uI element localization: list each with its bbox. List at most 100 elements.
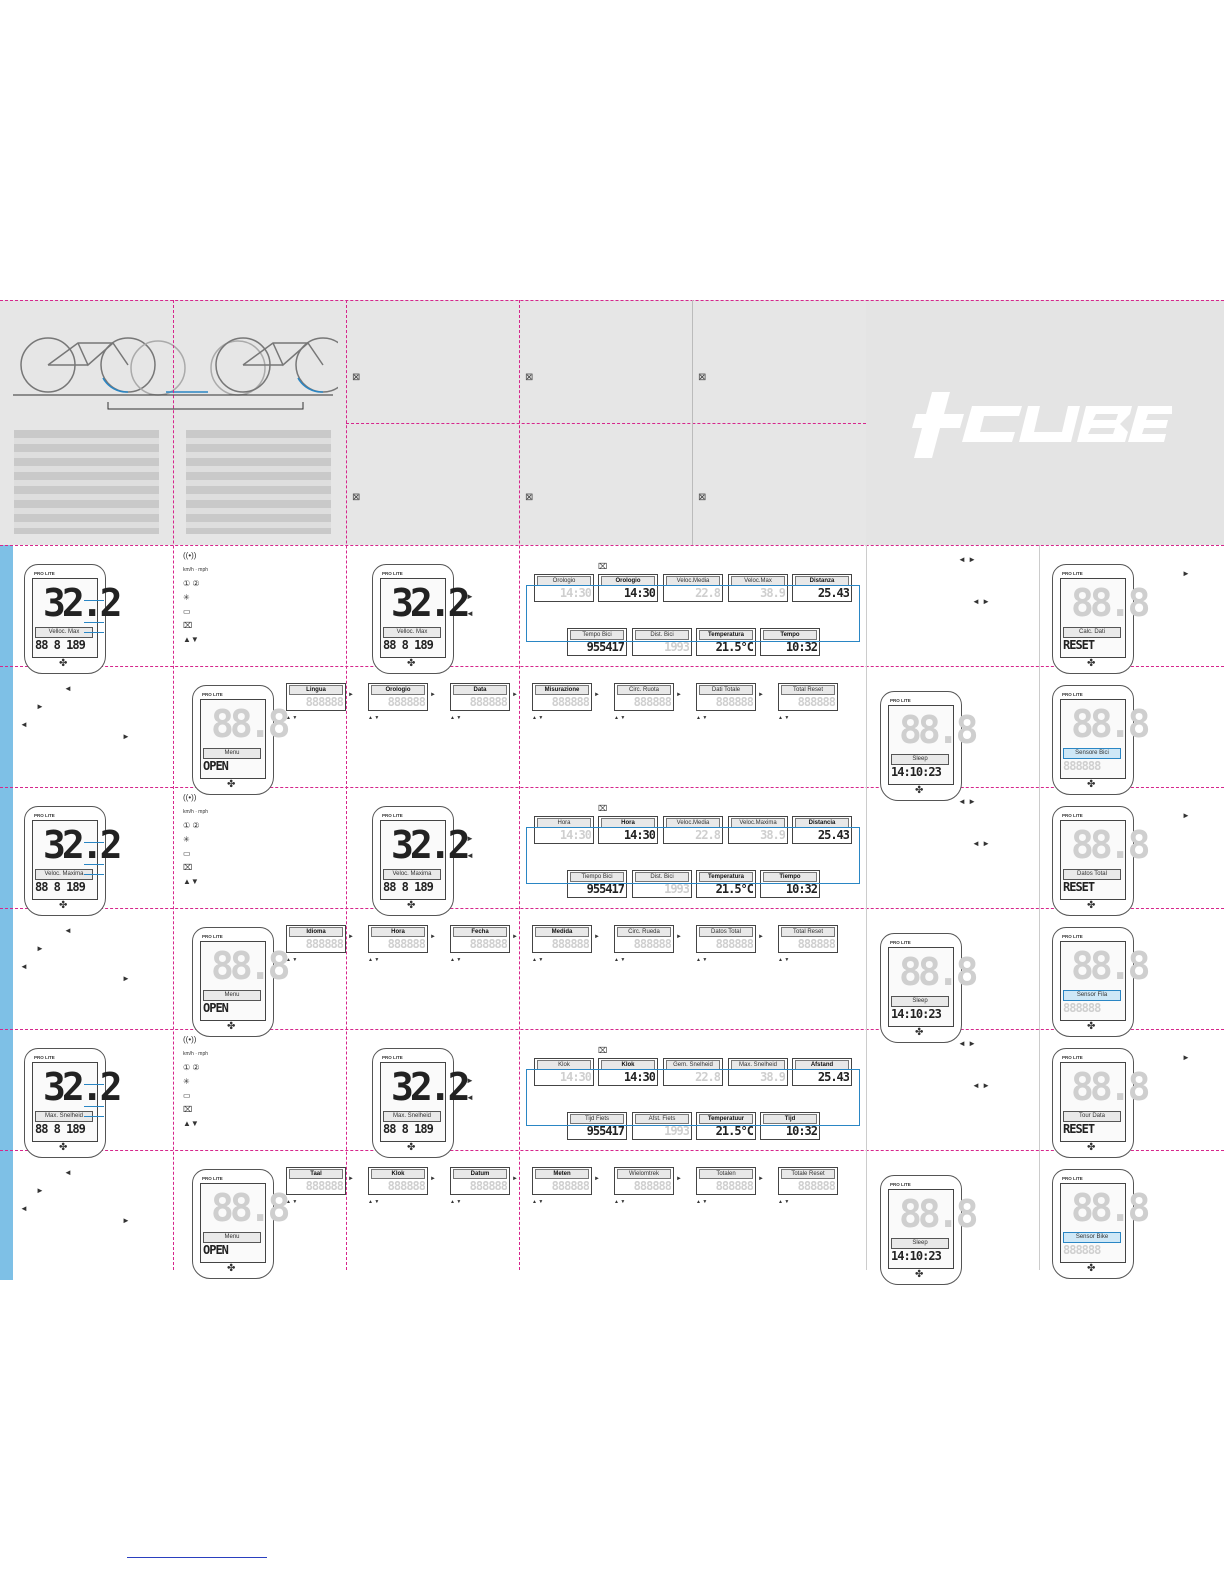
device-brand: PRO LITE [382,1055,403,1060]
device-big-number: 32.2 [391,823,471,867]
right-arrow-icon: ► [594,934,600,940]
crossed-bin-icon: ⊠ [698,492,707,503]
lcd-title: Tempo [763,630,817,640]
lcd-value: 14:30 [623,828,655,842]
left-arrow-icon: ◄ [20,962,28,971]
device-big-number: 32.2 [43,581,123,625]
cube-mark-icon: ✤ [227,1021,236,1032]
lcd-title: Total Reset [781,927,835,937]
right-arrow-icon: ► [122,974,130,983]
device-label: Calc. Dati [1063,627,1121,638]
language-strip [0,545,13,1280]
lcd-value: 888888 [305,695,343,709]
light-icon: ✳ [183,1077,190,1086]
device-big-number: 32.2 [43,1065,123,1109]
sensor-icon: ⌧ [598,562,608,571]
lcd-value: 888888 [551,695,589,709]
lcd-value: 14:30 [559,1070,591,1084]
device-brand: PRO LITE [890,698,911,703]
lcd-title: Total Reset [781,685,835,695]
lcd-value: 22.8 [695,586,720,600]
lcd-value: 888888 [387,1179,425,1193]
bike-1-2-icon: ① ② [183,1063,200,1072]
up-down-icon: ▲ ▼ [614,715,626,721]
crossed-bin-icon: ⊠ [352,492,361,503]
fold-line [866,545,867,1270]
device-row-value: OPEN [203,1243,229,1257]
device-big-number: 88.8 [899,1192,979,1236]
cube-mark-icon: ✤ [407,658,416,669]
unit-icon: km/h · mph [183,1051,209,1057]
device-label: Velloc. Max [383,627,441,638]
left-arrow-icon: ◄ ► [972,839,991,848]
wireless-icon: ((•)) [183,793,197,802]
left-arrow-icon: ◄ [64,926,72,935]
right-arrow-icon: ► [594,692,600,698]
left-arrow-icon: ◄ [466,609,474,618]
device-big-number: 88.8 [211,1186,291,1230]
flow-loop-line [526,827,860,884]
lcd-value: 22.8 [695,828,720,842]
cube-mark-icon: ✤ [407,900,416,911]
callout-line [84,1084,104,1085]
up-down-icon: ▲ ▼ [532,1199,544,1205]
device-label: Menu [203,1232,261,1243]
device-big-number: 88.8 [1071,823,1151,867]
up-down-icon: ▲ ▼ [368,715,380,721]
lcd-title: Data [453,685,507,695]
lcd-title: Orologio [371,685,425,695]
device-label: Veloc. Maxima [383,869,441,880]
device-row-value: 14:10:23 [891,765,942,779]
device-brand: PRO LITE [202,692,223,697]
device-brand: PRO LITE [1062,813,1083,818]
cube-mark-icon: ✤ [227,1263,236,1274]
lcd-value: 1993 [664,640,689,654]
lcd-value: 22.8 [695,1070,720,1084]
lcd-title: Lingua [289,685,343,695]
fold-line [1039,545,1040,1270]
flow-loop-line [526,1069,860,1126]
wireless-icon: ((•)) [183,1035,197,1044]
lcd-value: 10:32 [785,882,817,896]
up-down-icon: ▲▼ [183,877,199,886]
lcd-title: Datum [453,1169,507,1179]
bike-wheel-illustration [13,337,338,410]
up-down-icon: ▲ ▼ [450,715,462,721]
device-big-number: 88.8 [1071,944,1151,988]
light-icon: ✳ [183,835,190,844]
device-label: Sensor Bike [1063,1232,1121,1243]
callout-line [84,1106,104,1107]
callout-line [84,864,104,865]
cut-line [519,300,520,1270]
lcd-title: Dist. Bici [635,630,689,640]
lcd-value: 888888 [305,937,343,951]
device-row-value: 88 8 189 [35,880,86,894]
up-down-icon: ▲ ▼ [450,957,462,963]
device-row-value: 88 8 189 [383,1122,434,1136]
wheel-table-right [186,430,331,534]
cut-line [173,300,174,1270]
lcd-value: 888888 [633,1179,671,1193]
device-big-number: 32.2 [43,823,123,867]
device-big-number: 88.8 [899,950,979,994]
device-label: Sleep [891,1238,949,1249]
lcd-value: 888888 [469,1179,507,1193]
